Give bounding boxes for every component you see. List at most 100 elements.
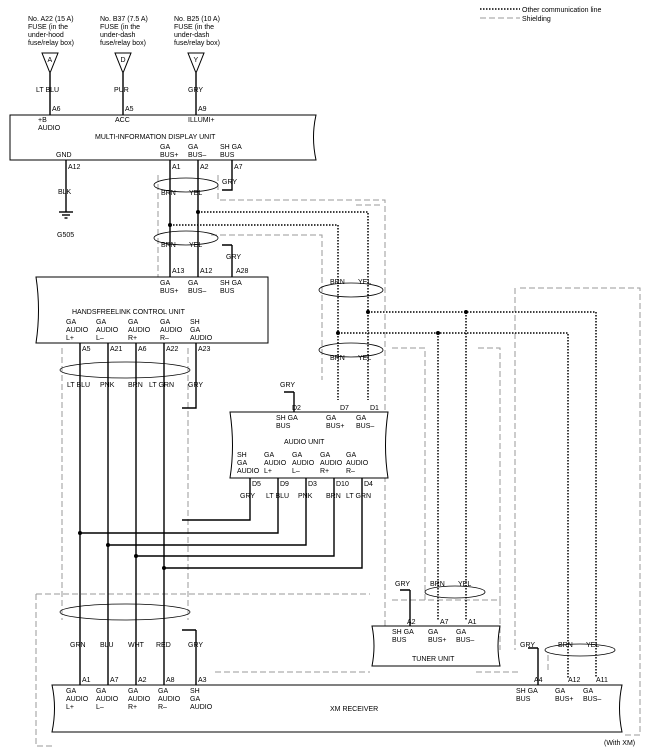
mid-acc: ACC: [115, 117, 130, 124]
xm-rplus-2: AUDIO: [128, 696, 151, 703]
hfl-bus-minus: BUS–: [188, 288, 206, 295]
connector-y-letter: Y: [194, 57, 199, 64]
pin-tuner-a7: A7: [440, 619, 449, 626]
pin-hfl-a23: A23: [198, 346, 211, 353]
audio-lminus-1: GA: [292, 452, 302, 459]
wire-a9-color: GRY: [188, 87, 203, 94]
xm-sh-ga: SH GA: [516, 688, 538, 695]
pin-mid-bus-minus: A2: [200, 164, 209, 171]
tuner-ga-plus: GA: [428, 629, 438, 636]
fuse-b25: No. B25 (10 A) FUSE (in the under-dash f…: [174, 16, 220, 115]
mid-sh-ga: SH GA: [220, 144, 242, 151]
pin-audio-d7: D7: [340, 405, 349, 412]
pin-a5: A5: [125, 106, 134, 113]
fuse-b25-line3: under-dash: [174, 32, 210, 39]
wire-gry-mid: GRY: [222, 179, 237, 186]
xm-lplus-3: L+: [66, 704, 74, 711]
pin-xm-a11: A11: [596, 677, 608, 684]
mid-bus-minus: BUS–: [188, 152, 206, 159]
wire-a5-color: PUR: [114, 87, 129, 94]
shield-wrap-xm: [544, 643, 616, 657]
pin-mid-bus-plus: A1: [172, 164, 181, 171]
hfl-ga-r-plus-3: R+: [128, 335, 137, 342]
xm-sh-2: GA: [190, 696, 200, 703]
mid-title: MULTI-INFORMATION DISPLAY UNIT: [95, 134, 216, 141]
shield-lines: [35, 175, 641, 747]
mid-illumi: ILLUMI+: [188, 117, 215, 124]
wire-gry-audio: GRY: [280, 382, 295, 389]
pin-hfl-a28: A28: [236, 268, 249, 275]
pin-audio-d9: D9: [280, 481, 289, 488]
wire-yel-audio: YEL: [358, 355, 371, 362]
hfl-ga-plus: GA: [160, 280, 170, 287]
xm-sh-bus: BUS: [516, 696, 531, 703]
pin-xm-a1: A1: [82, 677, 91, 684]
hfl-ga-r-minus-2: AUDIO: [160, 327, 183, 334]
shield-wrap-mid-2: [153, 230, 219, 246]
wire-brn-audio: BRN: [330, 355, 345, 362]
hfl-bus: BUS: [220, 288, 235, 295]
fuse-b37: No. B37 (7.5 A) FUSE (in the under-dash …: [100, 16, 148, 115]
xm-rminus-1: GA: [158, 688, 168, 695]
shield-wrap-hfl-audio-1: [59, 361, 191, 379]
audio-sh-3: AUDIO: [237, 468, 260, 475]
hfl-sh-ga-audio-3: AUDIO: [190, 335, 213, 342]
wire-gry-xm-audio: GRY: [188, 642, 203, 649]
fuse-a22-line2: FUSE (in the: [28, 24, 68, 31]
audio-lplus-3: L+: [264, 468, 272, 475]
wire-lt-grn-audio-out: LT GRN: [346, 493, 371, 500]
audio-unit-box: [229, 411, 389, 479]
mid-unit: +B AUDIO ACC ILLUMI+ MULTI-INFORMATION D…: [9, 114, 317, 161]
hfl-ga-l-plus-1: GA: [66, 319, 76, 326]
fuse-a22: No. A22 (15 A) FUSE (in the under-hood f…: [28, 16, 74, 115]
pin-xm-a7: A7: [110, 677, 119, 684]
wire-gry-hfl: GRY: [226, 254, 241, 261]
tuner-sh-ga: SH GA: [392, 629, 414, 636]
wire-gry-hfl-audio: GRY: [188, 382, 203, 389]
wire-brn-audio-out: BRN: [326, 493, 341, 500]
xm-ga-plus: GA: [555, 688, 565, 695]
fuse-a22-line1: No. A22 (15 A): [28, 16, 74, 23]
mid-bus-plus: BUS+: [160, 152, 178, 159]
audio-sh-2: GA: [237, 460, 247, 467]
mid-bus: BUS: [220, 152, 235, 159]
shield-wrap-hfl-audio-2: [59, 603, 191, 621]
connector-a-triangle: [41, 52, 59, 75]
fuse-b37-line2: FUSE (in the: [100, 24, 140, 31]
mid-ga-minus: GA: [188, 144, 198, 151]
pin-audio-d10: D10: [336, 481, 349, 488]
pin-tuner-a1: A1: [468, 619, 477, 626]
wire-yel-tuner: YEL: [458, 581, 471, 588]
connector-a-letter: A: [48, 57, 53, 64]
wire-lt-blu-audio-out: LT BLU: [266, 493, 289, 500]
hfl-title: HANDSFREELINK CONTROL UNIT: [72, 309, 186, 316]
shield-wrap-audio-2: [318, 342, 384, 358]
connector-d-triangle: [114, 52, 132, 75]
hfl-bus-plus: BUS+: [160, 288, 178, 295]
audio-ga-plus: GA: [326, 415, 336, 422]
pin-hfl-a6: A6: [138, 346, 147, 353]
xm-receiver-box: [51, 684, 623, 733]
pin-audio-d1: D1: [370, 405, 379, 412]
audio-rminus-2: AUDIO: [346, 460, 369, 467]
pin-a6: A6: [52, 106, 61, 113]
audio-bus: BUS: [276, 423, 291, 430]
pin-tuner-a2: A2: [407, 619, 416, 626]
hfl-ga-r-plus-2: AUDIO: [128, 327, 151, 334]
fuse-a22-line3: under-hood: [28, 32, 64, 39]
wire-pnk-hfl: PNK: [100, 382, 115, 389]
hfl-sh-ga: SH GA: [220, 280, 242, 287]
hfl-ga-r-minus-3: R–: [160, 335, 169, 342]
mid-b-audio-1: +B: [38, 117, 47, 124]
audio-bus-minus: BUS–: [356, 423, 374, 430]
xm-receiver: GA AUDIO L+ GA AUDIO L– GA AUDIO R+ GA A…: [51, 684, 623, 733]
hfl-ga-minus: GA: [188, 280, 198, 287]
hfl-ga-l-minus-2: AUDIO: [96, 327, 119, 334]
wire-yel-hfl: YEL: [189, 242, 202, 249]
wire-brn-tuner: BRN: [430, 581, 445, 588]
wire-a6-color: LT BLU: [36, 87, 59, 94]
xm-rplus-3: R+: [128, 704, 137, 711]
audio-lminus-2: AUDIO: [292, 460, 315, 467]
tuner-title: TUNER UNIT: [412, 656, 455, 663]
